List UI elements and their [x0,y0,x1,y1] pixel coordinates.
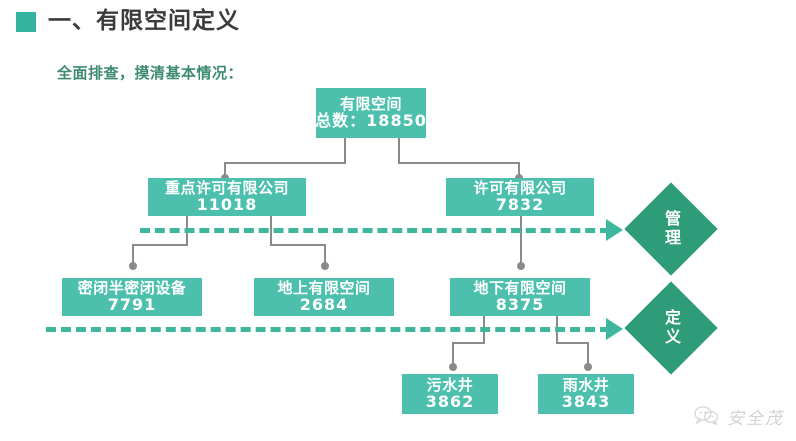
connector-root-right-drop [518,162,520,178]
wechat-bubble-icon [694,405,720,429]
node-key-licensed-company-value: 11018 [196,195,258,215]
node-sealed-equipment-value: 7791 [107,295,157,315]
node-underground-space[interactable]: 地下有限空间 8375 [450,278,590,316]
node-licensed-company-value: 7832 [495,195,545,215]
page-title-text: 一、有限空间定义 [48,8,240,34]
connector-l2a-to-l3a-drop [132,244,134,266]
connector-dot [129,262,137,270]
node-key-licensed-company[interactable]: 重点许可有限公司 11018 [148,178,306,216]
node-root[interactable]: 有限空间 总数：18850 [315,88,427,138]
connector-l3c-to-l4a-drop [452,342,454,366]
node-rainwater-well-label: 雨水井 [562,375,610,394]
node-licensed-company[interactable]: 许可有限公司 7832 [446,178,594,216]
connector-root-left-horizontal [224,162,346,164]
connector-root-left-drop [224,162,226,178]
node-key-licensed-company-label: 重点许可有限公司 [164,178,289,197]
connector-l3c-to-l4b-drop [587,342,589,366]
watermark: 安全茂 [694,404,784,429]
node-rainwater-well-value: 3843 [561,392,611,412]
dashed-arrowhead-definition [606,318,623,340]
node-sewage-well-label: 污水井 [426,375,474,394]
dashed-line-management [140,228,610,233]
node-licensed-company-label: 许可有限公司 [473,178,567,197]
node-root-value: 总数：18850 [315,111,427,131]
node-sewage-well-value: 3862 [425,392,475,412]
node-sealed-equipment[interactable]: 密闭半密闭设备 7791 [62,278,202,316]
connector-l3c-to-l4b-horizontal [556,342,589,344]
dashed-arrowhead-management [606,219,623,241]
node-aboveground-space-label: 地上有限空间 [277,278,371,297]
node-root-label: 有限空间 [339,94,402,113]
node-underground-space-label: 地下有限空间 [473,278,567,297]
diamond-management-label: 管理 [662,210,681,248]
diamond-management[interactable]: 管理 [624,182,718,276]
connector-l2a-to-l3a-horizontal [132,244,188,246]
connector-root-left-stub [344,138,346,164]
connector-l2a-to-l3b-drop [324,244,326,266]
subtitle-text: 全面排查，摸清基本情况： [57,64,244,82]
diamond-definition[interactable]: 定义 [624,281,718,375]
connector-l2a-to-l3b-horizontal [270,244,326,246]
connector-dot [584,363,592,371]
node-rainwater-well[interactable]: 雨水井 3843 [538,374,634,414]
connector-dot [517,262,525,270]
connector-l3c-to-l4a-horizontal [452,342,485,344]
connector-root-right-horizontal [398,162,520,164]
dashed-line-definition [46,327,610,332]
connector-dot [449,363,457,371]
diamond-definition-label: 定义 [662,309,681,347]
title-bullet-icon [16,11,36,32]
page-title: 一、有限空间定义 [16,10,240,33]
watermark-text: 安全茂 [727,409,784,429]
node-sewage-well[interactable]: 污水井 3862 [402,374,498,414]
node-aboveground-space[interactable]: 地上有限空间 2684 [254,278,394,316]
connector-root-right-stub [398,138,400,164]
node-underground-space-value: 8375 [495,295,545,315]
connector-l2b-to-l3c [520,216,522,266]
connector-dot [321,262,329,270]
node-aboveground-space-value: 2684 [299,295,349,315]
node-sealed-equipment-label: 密闭半密闭设备 [77,278,187,297]
